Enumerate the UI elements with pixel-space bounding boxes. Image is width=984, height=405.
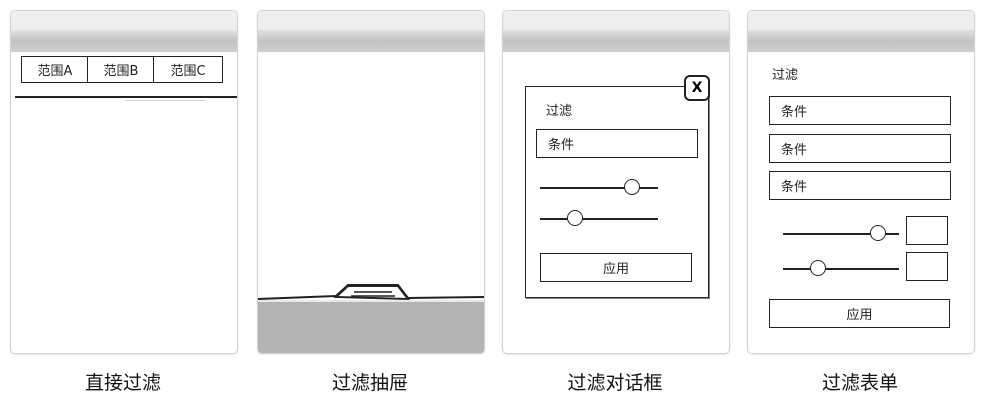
- slider-knob[interactable]: [809, 260, 826, 276]
- top-bar: [258, 11, 484, 52]
- apply-button[interactable]: 应用: [540, 253, 692, 282]
- slider-track: [540, 218, 658, 220]
- slider-track: [783, 268, 899, 270]
- panel-filter-drawer: [257, 10, 485, 354]
- slider-track: [783, 233, 899, 235]
- top-bar: [11, 11, 237, 52]
- caption-filter-dialog: 过滤对话框: [567, 372, 663, 394]
- slider-knob[interactable]: [624, 179, 641, 195]
- caption-direct-filter: 直接过滤: [84, 372, 161, 394]
- panel-direct-filter: 范围A 范围B 范围C: [10, 10, 238, 354]
- filter-dialog: 过滤 条件 应用: [525, 86, 709, 298]
- caption-filter-drawer: 过滤抽屉: [331, 372, 408, 394]
- top-bar: [748, 11, 974, 52]
- tab-underline: [15, 96, 237, 98]
- value-box[interactable]: [906, 252, 948, 281]
- tab-shadow: [126, 100, 206, 101]
- top-bar: [503, 11, 729, 52]
- condition-field[interactable]: 条件: [536, 129, 698, 158]
- tab-range-b[interactable]: 范围B: [87, 56, 155, 83]
- slider-knob[interactable]: [870, 225, 887, 241]
- value-box[interactable]: [906, 216, 948, 245]
- drawer[interactable]: [258, 281, 484, 353]
- dialog-title: 过滤: [546, 104, 573, 119]
- condition-field[interactable]: 条件: [769, 134, 951, 163]
- slider-knob[interactable]: [567, 210, 584, 226]
- tab-range-a[interactable]: 范围A: [21, 56, 89, 83]
- slider-track: [540, 187, 658, 189]
- condition-field[interactable]: 条件: [769, 96, 951, 125]
- drawer-body: [258, 302, 484, 353]
- form-title: 过滤: [772, 68, 799, 83]
- close-icon[interactable]: X: [684, 75, 710, 101]
- panel-filter-form: 过滤 条件 条件 条件 应用: [747, 10, 975, 354]
- panel-filter-dialog: 过滤 条件 应用 X: [502, 10, 730, 354]
- tab-range-c[interactable]: 范围C: [153, 56, 223, 83]
- condition-field[interactable]: 条件: [769, 171, 951, 200]
- apply-button[interactable]: 应用: [769, 299, 950, 328]
- caption-filter-form: 过滤表单: [821, 372, 898, 394]
